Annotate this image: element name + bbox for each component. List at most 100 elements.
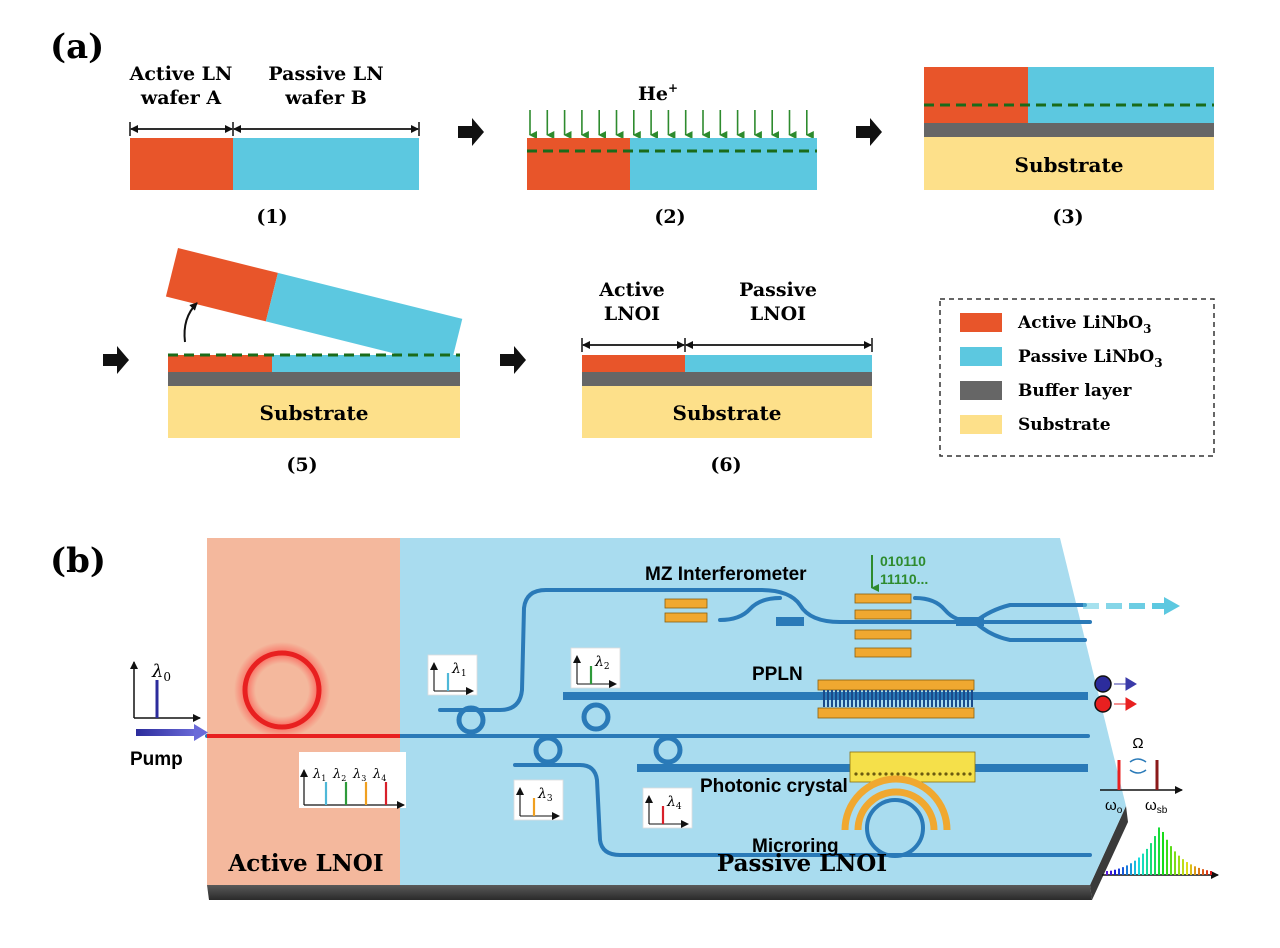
- wafer-b-label-line1: Passive LN: [268, 63, 383, 85]
- poling-stripe: [899, 690, 901, 707]
- poling-stripe: [911, 690, 913, 707]
- poling-stripe: [947, 690, 949, 707]
- active-thin-film: [582, 355, 685, 372]
- process-arrow-1: [458, 118, 484, 146]
- pc-hole: [950, 772, 954, 776]
- pc-hole: [866, 772, 870, 776]
- poling-stripe: [847, 690, 849, 707]
- wafer-a-label-line2: wafer A: [140, 87, 222, 109]
- legend-label: Substrate: [1018, 415, 1111, 435]
- poling-stripe: [891, 690, 893, 707]
- pc-hole: [860, 772, 864, 776]
- active-lnoi-label-line2: LNOI: [604, 303, 660, 325]
- pc-hole: [896, 772, 900, 776]
- multi-lambda-label: λ3: [352, 767, 366, 783]
- omega-sb-label: ωsb: [1145, 797, 1168, 816]
- data-bits-line1: 010110: [880, 553, 926, 569]
- mz-input-waveguide: [438, 588, 1092, 712]
- microring-waveguide: [513, 763, 1092, 857]
- substrate-label: Substrate: [673, 401, 782, 425]
- poling-stripe: [919, 690, 921, 707]
- passive-wafer: [1028, 67, 1214, 123]
- ppln-poling-pattern: [823, 690, 973, 707]
- active-ring-resonator: [242, 650, 322, 730]
- poling-stripe: [959, 690, 961, 707]
- legend-label: Active LiNbO3: [1017, 313, 1151, 336]
- lambda-inset-4: λ4: [642, 787, 693, 829]
- pc-hole: [890, 772, 894, 776]
- buffer-layer: [168, 372, 460, 386]
- filter-ring-4: [653, 735, 683, 765]
- poling-stripe: [879, 690, 881, 707]
- pc-hole: [968, 772, 972, 776]
- buffer-layer: [924, 123, 1214, 137]
- active-thin-film: [168, 355, 272, 372]
- mz-coupler-1: [776, 617, 804, 626]
- pump-arrow-shaft: [136, 729, 196, 736]
- active-wafer-a: [130, 138, 233, 190]
- poling-stripe: [927, 690, 929, 707]
- active-region-label: Active LNOI: [227, 850, 383, 877]
- omega-label: Ω: [1132, 735, 1143, 752]
- passive-thin-film: [272, 355, 460, 372]
- photonic-crystal-holes: [854, 772, 972, 776]
- passive-wafer-b: [233, 138, 419, 190]
- panel-a: (a) Active LN wafer A Passive LN wafer B…: [50, 27, 1215, 476]
- lambda-label: λ4: [666, 794, 682, 812]
- pc-hole: [956, 772, 960, 776]
- pc-hole: [884, 772, 888, 776]
- filter-ring-1: [456, 705, 486, 735]
- ppln-output-indicator: [1094, 675, 1137, 713]
- poling-stripe: [923, 690, 925, 707]
- pump-spectrum-plot: λ0: [130, 661, 201, 722]
- step-label-6: (6): [710, 454, 741, 476]
- legend-label: Buffer layer: [1018, 381, 1133, 401]
- lambda-inset-3: λ3: [513, 779, 564, 821]
- substrate: [168, 386, 460, 438]
- poling-stripe: [967, 690, 969, 707]
- panel-a-label: (a): [50, 27, 104, 67]
- lambda-inset-2: λ2: [570, 647, 621, 689]
- poling-stripe: [971, 690, 973, 707]
- lifted-wafer: [165, 247, 463, 368]
- omega-o-label: ωo: [1105, 797, 1123, 816]
- microring-electrode-inner: [854, 788, 938, 831]
- passive-wafer: [630, 138, 817, 190]
- pc-hole: [902, 772, 906, 776]
- wafer-a-label-line1: Active LN: [129, 63, 233, 85]
- poling-stripe: [859, 690, 861, 707]
- poling-stripe: [963, 690, 965, 707]
- poling-stripe: [915, 690, 917, 707]
- poling-stripe: [843, 690, 845, 707]
- passive-lnoi-label-line1: Passive: [739, 279, 817, 301]
- pc-hole: [854, 772, 858, 776]
- lambda-label: λ2: [594, 654, 610, 672]
- poling-stripe: [875, 690, 877, 707]
- lambda0-label: λ0: [151, 661, 171, 684]
- poling-stripe: [951, 690, 953, 707]
- multi-lambda-label: λ1: [312, 767, 326, 783]
- substrate: [582, 386, 872, 438]
- poling-stripe: [939, 690, 941, 707]
- photonic-crystal-pad: [849, 751, 976, 783]
- poling-stripe: [935, 690, 937, 707]
- poling-stripe: [831, 690, 833, 707]
- poling-stripe: [903, 690, 905, 707]
- process-arrow-2: [856, 118, 882, 146]
- mz-output-dashed-arrow: [1083, 597, 1180, 615]
- pc-hole: [944, 772, 948, 776]
- pc-hole: [908, 772, 912, 776]
- poling-stripe: [883, 690, 885, 707]
- multi-spectrum-box: [299, 752, 406, 808]
- mz-electrode-left-bottom: [664, 612, 708, 623]
- pc-hole: [914, 772, 918, 776]
- mz-electrode-3: [854, 629, 912, 640]
- active-wafer: [527, 138, 630, 190]
- microring-electrode-outer: [841, 775, 951, 831]
- lift-off-arrow: [183, 302, 198, 343]
- poling-stripe: [907, 690, 909, 707]
